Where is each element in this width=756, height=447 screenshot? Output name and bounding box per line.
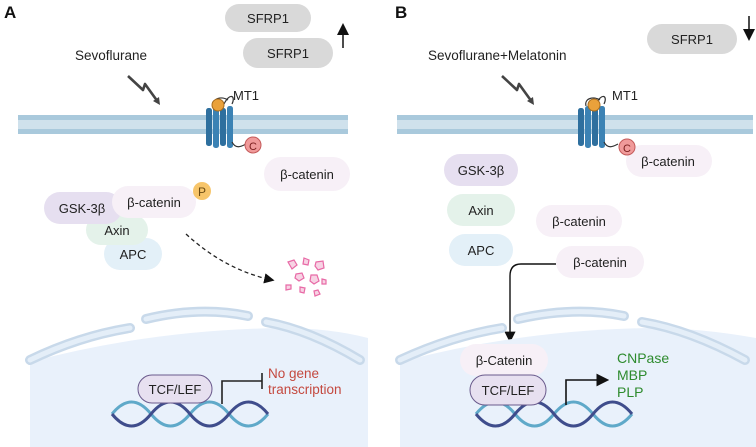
svg-text:GSK-3β: GSK-3β <box>59 201 106 216</box>
p-badge: P <box>193 182 211 200</box>
panel-b-treatment: Sevoflurane+Melatonin <box>428 48 566 63</box>
beta-catenin-membrane: β-catenin <box>626 145 712 177</box>
panel-b-letter: B <box>395 3 407 22</box>
beta-catenin-free-1: β-catenin <box>536 205 622 237</box>
svg-text:TCF/LEF: TCF/LEF <box>482 383 535 398</box>
inhibition-symbol <box>221 373 263 404</box>
mt1-label: MT1 <box>233 88 259 103</box>
c-badge: C <box>244 136 262 154</box>
apc-pill-b: APC <box>449 234 513 266</box>
svg-text:C: C <box>623 143 631 155</box>
gsk3b-pill: GSK-3β <box>44 192 122 224</box>
gsk3b-pill-b: GSK-3β <box>444 154 518 186</box>
beta-catenin-complex: β-catenin <box>112 186 196 218</box>
gene-mbp: MBP <box>617 367 647 383</box>
sfrp1-pill-bottom: SFRP1 <box>243 38 333 68</box>
beta-catenin-cytoplasm: β-catenin <box>264 157 350 191</box>
sfrp1-label-bottom: SFRP1 <box>267 46 309 61</box>
tcf-lef-pill: TCF/LEF <box>137 374 213 404</box>
sfrp1-pill-top: SFRP1 <box>225 4 311 32</box>
no-gene-line1: No gene <box>268 366 319 381</box>
cell-membrane <box>18 115 348 134</box>
degradation-arrow <box>185 233 275 284</box>
panel-a: A SFRP1 SFRP1 Sevoflurane <box>4 3 368 447</box>
mt1-receptor <box>206 95 247 148</box>
svg-text:β-catenin: β-catenin <box>641 154 695 169</box>
translocation-arrow <box>504 263 556 343</box>
mt1-receptor-b <box>578 95 619 148</box>
svg-text:APC: APC <box>468 243 495 258</box>
svg-text:C: C <box>249 141 257 153</box>
gene-plp: PLP <box>617 384 643 400</box>
tcf-lef-pill-b: TCF/LEF <box>469 374 547 406</box>
svg-text:APC: APC <box>120 247 147 262</box>
panel-a-treatment: Sevoflurane <box>75 48 147 63</box>
svg-text:TCF/LEF: TCF/LEF <box>149 382 202 397</box>
sfrp1-label-top: SFRP1 <box>247 11 289 26</box>
no-gene-line2: transcription <box>268 382 342 397</box>
c-badge-b: C <box>618 138 636 156</box>
svg-text:β-catenin: β-catenin <box>573 255 627 270</box>
panel-b: B SFRP1 Sevoflurane+Melatonin <box>395 3 756 447</box>
degraded-fragments-icon <box>285 257 327 297</box>
sfrp1-pill: SFRP1 <box>647 24 737 54</box>
svg-text:SFRP1: SFRP1 <box>671 32 713 47</box>
lightning-icon-b <box>501 75 534 105</box>
svg-text:Axin: Axin <box>468 203 493 218</box>
panel-a-letter: A <box>4 3 16 22</box>
svg-text:P: P <box>198 185 206 199</box>
activation-arrow <box>565 373 610 405</box>
melatonin-ligand-icon <box>211 98 225 112</box>
svg-text:β-catenin: β-catenin <box>280 167 334 182</box>
svg-text:β-catenin: β-catenin <box>127 195 181 210</box>
lightning-icon <box>127 75 160 105</box>
svg-text:β-Catenin: β-Catenin <box>476 353 533 368</box>
axin-pill-b: Axin <box>447 194 515 226</box>
beta-catenin-free-2: β-catenin <box>556 246 644 278</box>
melatonin-ligand-icon-b <box>587 98 601 112</box>
mt1-label-b: MT1 <box>612 88 638 103</box>
cell-membrane-b <box>397 115 753 134</box>
dna-helix-icon <box>110 400 270 428</box>
apc-pill: APC <box>104 238 162 270</box>
svg-text:β-catenin: β-catenin <box>552 214 606 229</box>
gene-cnpase: CNPase <box>617 350 669 366</box>
svg-text:GSK-3β: GSK-3β <box>458 163 505 178</box>
beta-catenin-nucleus: β-Catenin <box>460 344 548 376</box>
svg-text:Axin: Axin <box>104 223 129 238</box>
